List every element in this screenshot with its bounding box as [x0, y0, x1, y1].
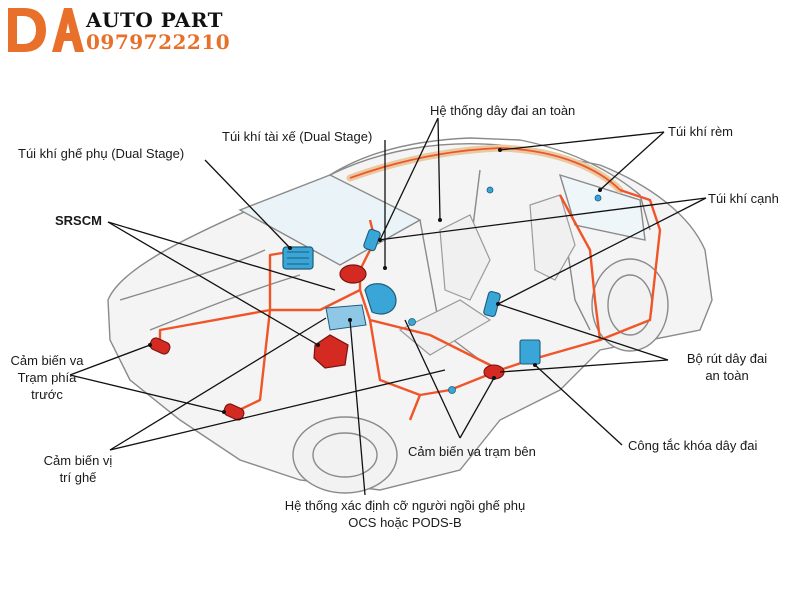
buckle-switch-module: [519, 339, 541, 365]
srscm-module: [313, 334, 349, 369]
rear-wheel: [591, 258, 669, 352]
passenger-airbag-module: [282, 246, 314, 270]
side-airbag-front: [363, 228, 381, 252]
label-curtain-airbag: Túi khí rèm: [668, 124, 734, 139]
label-seatbelt-system: Hệ thống dây đai an toàn: [430, 103, 576, 118]
seat-position-line-1: Cảm biến vị: [43, 453, 113, 468]
seat-position-line-2: trí ghế: [59, 470, 97, 485]
steering-wheel: [364, 283, 397, 315]
front-wheel: [292, 416, 398, 494]
occupant-sensor-pad: [325, 304, 367, 331]
front-crash-sensor-right: [223, 403, 245, 421]
driver-airbag-module: [339, 264, 367, 284]
pretensioner-line-1: Bộ rút dây đai: [686, 351, 768, 366]
front-crash-sensor-left: [149, 337, 171, 355]
front-sensor-line-3: trước: [31, 387, 63, 402]
leader-lines: [69, 117, 707, 496]
label-buckle-switch: Công tắc khóa dây đai: [628, 438, 758, 453]
leader-tips: [148, 148, 602, 414]
brand-name: AUTO PART: [86, 8, 223, 32]
pretensioner-line-2: an toàn: [705, 368, 749, 383]
front-sensor-line-2: Trạm phía: [17, 370, 77, 385]
front-sensor-line-1: Cảm biến va: [10, 353, 84, 368]
small-connectors: [408, 186, 602, 394]
label-driver-airbag: Túi khí tài xế (Dual Stage): [222, 129, 373, 144]
brand-phone: 0979722210: [86, 30, 231, 54]
label-side-impact-sensor: Cảm biến va trạm bên: [408, 444, 536, 459]
label-srscm: SRSCM: [55, 213, 102, 228]
label-seatbelt-pretensioner: Bộ rút dây đai an toàn: [672, 350, 782, 384]
label-seat-position-sensor: Cảm biến vị trí ghế: [28, 452, 128, 486]
label-front-crash-sensor: Cảm biến va Trạm phía trước: [2, 352, 92, 403]
da-logo-mark: [8, 8, 84, 52]
ocs-line-1: Hệ thống xác định cỡ người ngồi ghế phụ: [284, 498, 526, 513]
label-side-airbag: Túi khí cạnh: [708, 191, 779, 206]
label-occupant-classification: Hệ thống xác định cỡ người ngồi ghế phụ …: [240, 497, 570, 531]
ocs-line-2: OCS hoặc PODS-B: [348, 515, 462, 530]
label-passenger-airbag: Túi khí ghế phụ (Dual Stage): [18, 146, 185, 161]
brand-logo: AUTO PART 0979722210: [6, 6, 238, 54]
